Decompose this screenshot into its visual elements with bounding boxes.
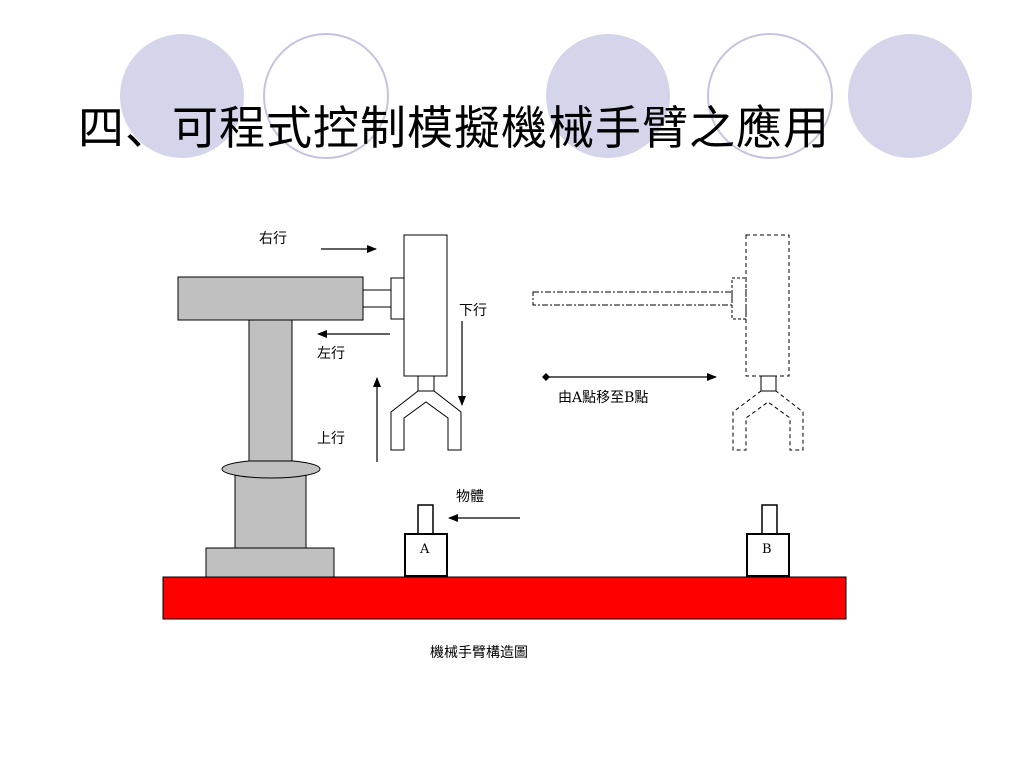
gripper-claw: [390, 390, 462, 451]
label-move-down: 下行: [459, 303, 487, 319]
object-b-box: [746, 533, 790, 577]
robot-joint: [221, 459, 321, 479]
decor-circle-2: [263, 33, 389, 159]
label-move-left: 左行: [317, 346, 345, 362]
label-object: 物體: [456, 489, 484, 505]
ghost-arm: [532, 234, 804, 451]
ghost-arm-beam: [532, 291, 733, 306]
robot-upper-column: [248, 318, 293, 462]
gripper-neck: [417, 375, 435, 392]
arm-connector: [362, 289, 392, 308]
object-a-post: [417, 504, 434, 535]
object-a-box: [404, 533, 448, 577]
gripper-housing: [403, 234, 448, 377]
robot-foot: [205, 547, 335, 578]
label-move-right: 右行: [259, 231, 287, 247]
decor-circle-4: [707, 33, 833, 159]
ghost-gripper-neck: [760, 375, 777, 392]
robot-arm-beam: [177, 276, 364, 321]
robot-body: [177, 276, 364, 578]
label-point-a: A: [420, 542, 430, 557]
decor-circle-5: [848, 34, 972, 158]
base-platform: [162, 576, 847, 620]
ghost-arm-flange: [731, 277, 747, 320]
decor-circle-1: [120, 34, 244, 158]
arm-flange: [390, 277, 405, 320]
ghost-gripper-housing: [745, 234, 790, 377]
label-move-up: 上行: [317, 431, 345, 447]
label-point-b: B: [762, 542, 772, 557]
object-b-post: [761, 504, 778, 535]
robot-lower-column: [234, 472, 307, 549]
slide-title: 四、可程式控制模擬機械手臂之應用: [78, 101, 830, 155]
ghost-gripper-claw: [732, 390, 804, 451]
diagram-caption: 機械手臂構造圖: [430, 645, 528, 661]
label-transfer: 由A點移至B點: [558, 390, 649, 406]
decor-circle-3: [546, 34, 670, 158]
